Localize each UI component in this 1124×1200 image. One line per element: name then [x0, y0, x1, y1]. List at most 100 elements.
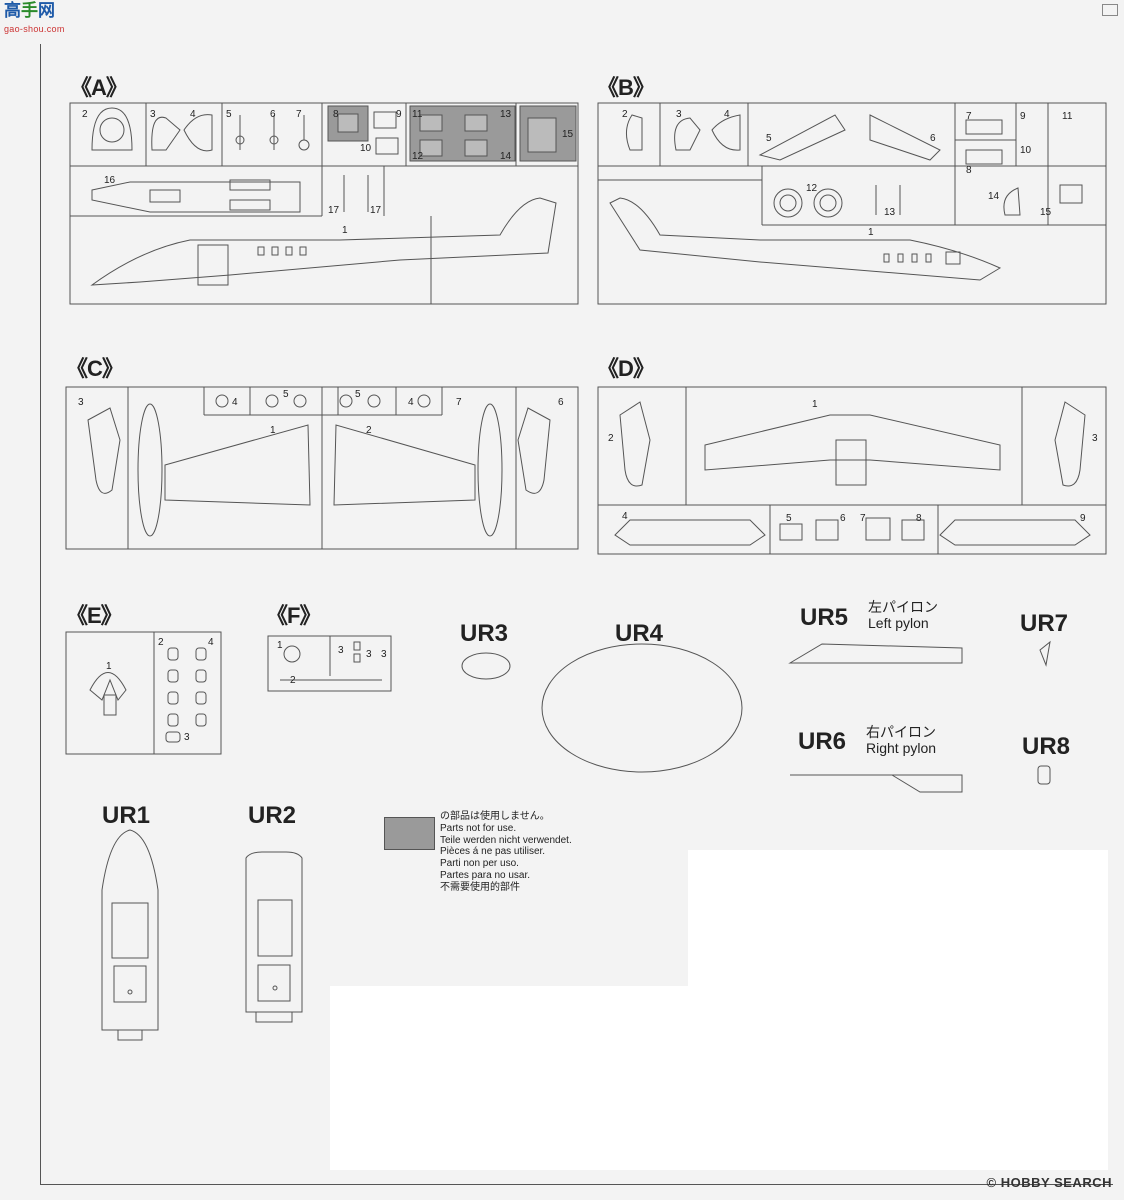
section-label-a: 《A》	[70, 75, 128, 100]
section-label-d: 《D》	[597, 356, 655, 381]
ur6-en: Right pylon	[866, 740, 937, 756]
legend-line: Partes para no usar.	[440, 869, 531, 881]
legend-line: Pièces á ne pas utiliser.	[440, 846, 546, 858]
part-number: 5	[283, 389, 289, 400]
part-number: 8	[916, 513, 922, 524]
part-number: 4	[724, 109, 730, 120]
legend-line: Parti non per uso.	[440, 858, 519, 870]
unused-parts-swatch	[384, 817, 435, 850]
part-number: 3	[150, 109, 156, 120]
part-number: 13	[884, 207, 896, 218]
runner-a	[65, 102, 1107, 1041]
part-number: 9	[1080, 513, 1086, 524]
part-number: 4	[232, 397, 238, 408]
part-number: 3	[381, 649, 387, 660]
part-number: 10	[360, 143, 372, 154]
part-number: 8	[333, 109, 339, 120]
part-number: 2	[158, 637, 164, 648]
part-number: 5	[786, 513, 792, 524]
section-label-e: 《E》	[66, 603, 123, 628]
part-number: 2	[290, 675, 296, 686]
part-number: 5	[226, 109, 232, 120]
part-number: 12	[412, 151, 424, 162]
ur5-label: UR5	[800, 604, 849, 631]
ur1-label: UR1	[102, 802, 151, 829]
part-number: 1	[270, 425, 276, 436]
ur3-label: UR3	[460, 620, 509, 647]
logo-char-2: 手	[21, 1, 38, 20]
watermark-suffix: SEARCH	[1054, 1175, 1112, 1190]
legend-line: の部品は使用しません。	[440, 811, 550, 822]
part-number: 4	[208, 637, 214, 648]
ur5-en: Left pylon	[868, 615, 929, 631]
part-number: 4	[622, 511, 628, 522]
part-number: 14	[500, 151, 512, 162]
part-number: 16	[104, 175, 116, 186]
ur7-label: UR7	[1020, 610, 1069, 637]
part-number: 1	[106, 661, 112, 672]
hobby-search-watermark: © HOBBY SEARCH	[987, 1175, 1112, 1190]
part-number: 3	[338, 645, 344, 656]
ur4-label: UR4	[615, 620, 664, 647]
part-number: 3	[676, 109, 682, 120]
logo-char-3: 网	[38, 1, 55, 20]
legend-line: Teile werden nicht verwendet.	[440, 834, 572, 846]
part-number: 11	[412, 109, 423, 120]
copyright-icon: ©	[986, 1175, 1001, 1190]
watermark-brand: HOBBY	[1000, 1175, 1050, 1190]
part-number: 3	[1092, 433, 1098, 444]
part-number: 15	[562, 129, 574, 140]
blank-area-2	[330, 986, 690, 1170]
page-frame	[40, 44, 1113, 1185]
part-number: 15	[1040, 207, 1052, 218]
section-label-b: 《B》	[597, 75, 655, 100]
part-number: 5	[355, 389, 361, 400]
site-logo: 高手网	[4, 2, 55, 20]
part-number: 3	[366, 649, 372, 660]
part-number: 6	[930, 133, 936, 144]
ur6-label: UR6	[798, 728, 847, 755]
part-number: 11	[1062, 111, 1073, 122]
legend-line: Parts not for use.	[440, 822, 517, 834]
part-number: 1	[812, 399, 818, 410]
logo-char-1: 高	[4, 1, 21, 20]
part-number: 13	[500, 109, 512, 120]
section-label-c: 《C》	[66, 356, 124, 381]
part-number: 12	[806, 183, 818, 194]
ur2-label: UR2	[248, 802, 297, 829]
unused-parts-legend: の部品は使用しません。 Parts not for use. Teile wer…	[440, 811, 572, 894]
part-number: 9	[1020, 111, 1026, 122]
part-number: 7	[296, 109, 302, 120]
part-number: 3	[78, 397, 84, 408]
part-number: 6	[840, 513, 846, 524]
part-number: 4	[408, 397, 414, 408]
part-number: 9	[396, 109, 402, 120]
part-number: 4	[190, 109, 196, 120]
part-number: 2	[366, 425, 372, 436]
part-number: 1	[868, 227, 874, 238]
part-number: 7	[860, 513, 866, 524]
part-number: 7	[456, 397, 462, 408]
part-number: 5	[766, 133, 772, 144]
ur8-label: UR8	[1022, 733, 1071, 760]
blank-area-1	[688, 850, 1108, 1170]
part-number: 1	[342, 225, 348, 236]
ur5-jp: 左パイロン	[868, 599, 938, 615]
part-number: 6	[558, 397, 564, 408]
part-number: 14	[988, 191, 1000, 202]
part-number: 7	[966, 111, 972, 122]
part-number: 2	[82, 109, 88, 120]
part-number: 8	[966, 165, 972, 176]
part-number: 2	[622, 109, 628, 120]
site-url: gao-shou.com	[4, 24, 65, 34]
part-number: 17	[328, 205, 340, 216]
part-number: 1	[277, 640, 283, 651]
part-number: 6	[270, 109, 276, 120]
part-number: 3	[184, 732, 190, 743]
corner-mark	[1102, 4, 1118, 16]
section-label-f: 《F》	[266, 603, 321, 628]
part-number: 10	[1020, 145, 1032, 156]
ur6-jp: 右パイロン	[866, 724, 936, 740]
part-number: 2	[608, 433, 614, 444]
